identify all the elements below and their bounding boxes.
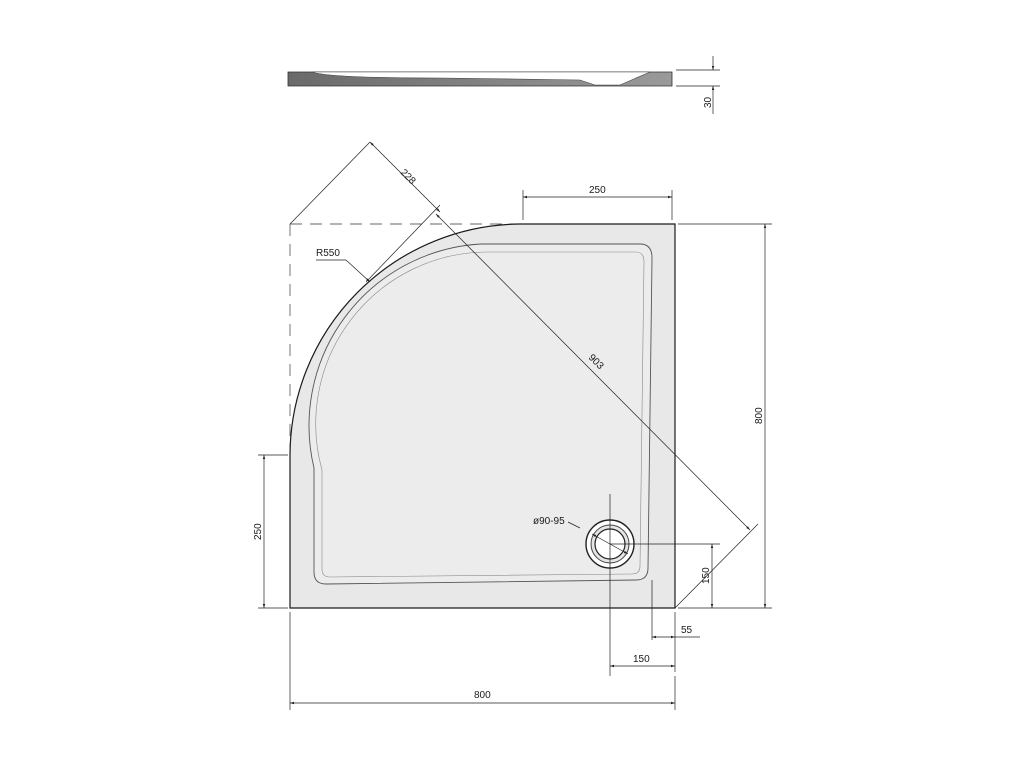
top-view: ø90-95 R550 250 228 903 800 150 250 — [253, 141, 772, 710]
thickness-label: 30 — [703, 96, 714, 108]
side-view: 30 — [287, 56, 720, 114]
height-label: 800 — [754, 407, 765, 424]
radius-label: R550 — [316, 248, 340, 259]
drain-diameter-arrow — [591, 533, 629, 555]
left-flat-label: 250 — [253, 523, 264, 540]
drain-diameter-label: ø90-95 — [533, 516, 565, 527]
top-flat-label: 250 — [589, 185, 606, 196]
drain-from-right-label: 150 — [633, 654, 650, 665]
tray-profile-recess — [311, 71, 651, 86]
rim-offset-label: 55 — [681, 625, 693, 636]
diagonal-dim-line — [435, 213, 751, 531]
diagonal-offset-label: 228 — [398, 167, 418, 187]
width-label: 800 — [474, 690, 491, 701]
drain-from-bottom-label: 150 — [701, 567, 712, 584]
